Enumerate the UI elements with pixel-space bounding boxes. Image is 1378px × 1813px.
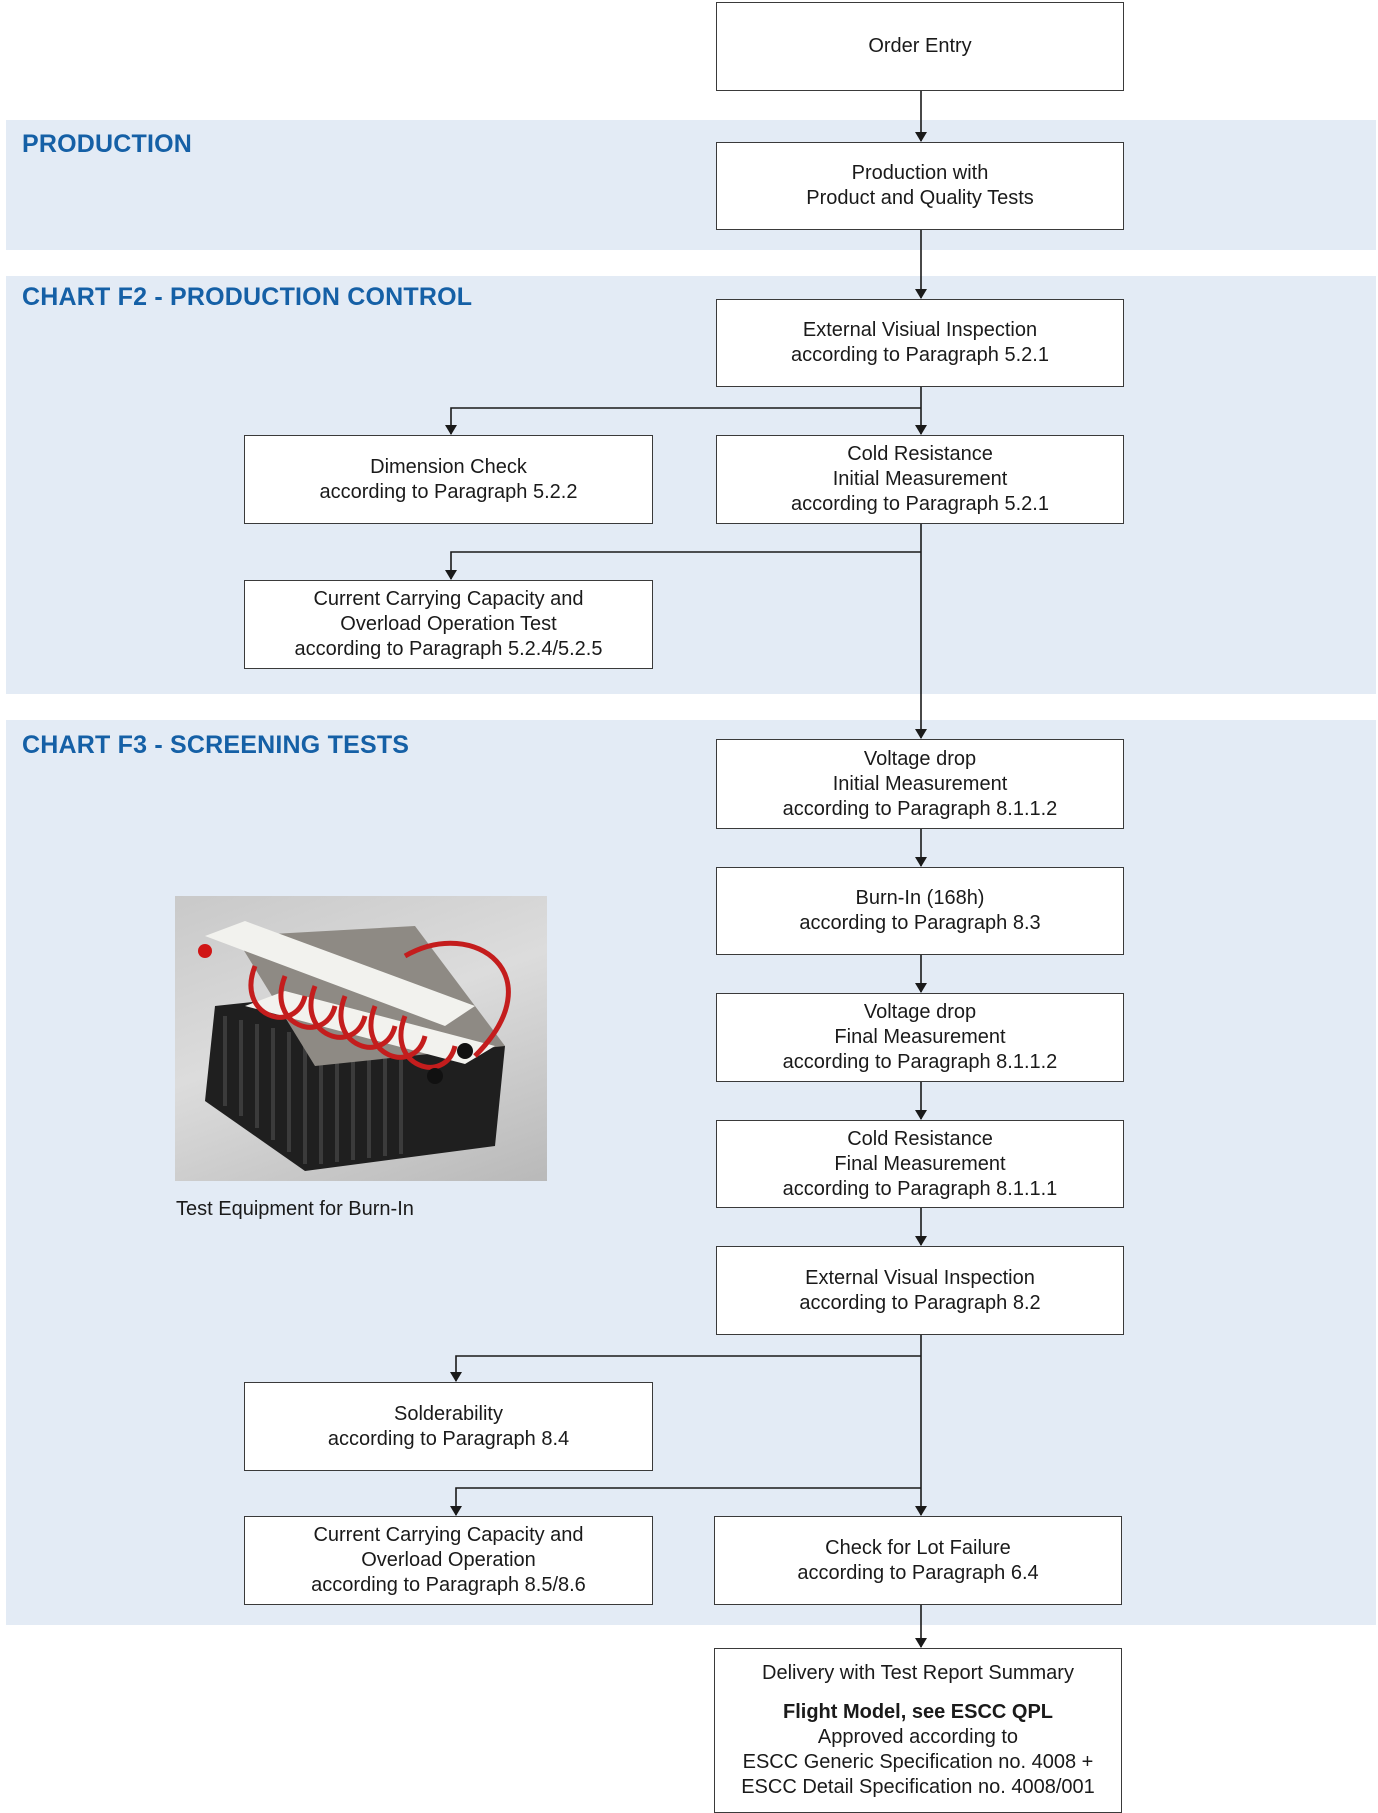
box-text: according to Paragraph 5.2.4/5.2.5 [294, 638, 603, 660]
box-text: External Visual Inspection [805, 1266, 1035, 1289]
box-text: Order Entry [868, 35, 972, 57]
delivery-line: Delivery with Test Report Summary [762, 1662, 1074, 1684]
box-text: Voltage drop [863, 747, 977, 770]
cold-resistance-initial-box: Cold Resistance Initial Measurement acco… [716, 435, 1124, 524]
cold-resistance-final-box: Cold Resistance Final Measurement accord… [716, 1120, 1124, 1208]
box-text: Dimension Check [370, 455, 527, 478]
voltage-drop-initial-box: Voltage drop Initial Measurement accordi… [716, 739, 1124, 829]
box-text: according to Paragraph 5.2.2 [319, 480, 578, 503]
arrow-to-dimension [445, 407, 921, 435]
current-carrying-test-box: Current Carrying Capacity and Overload O… [244, 580, 653, 669]
arrow-to-solder [450, 1355, 921, 1382]
box-text: Product and Quality Tests [806, 187, 1034, 209]
box-text: according to Paragraph 5.2.1 [791, 344, 1049, 366]
production-box: Production with Product and Quality Test… [716, 142, 1124, 230]
box-text: Voltage drop [863, 1001, 977, 1023]
box-text: according to Paragraph 5.2.1 [791, 493, 1049, 515]
box-text: Final Measurement [834, 1026, 1006, 1048]
box-text: Production with [851, 162, 989, 184]
dimension-check-box: Dimension Check according to Paragraph 5… [244, 435, 653, 524]
burn-in-equipment-photo [175, 896, 547, 1181]
box-text: according to Paragraph 8.5/8.6 [311, 1574, 586, 1596]
box-text: according to Paragraph 8.1.1.2 [782, 797, 1058, 820]
external-visual-inspection-box: External Visiual Inspection according to… [716, 299, 1124, 387]
production-control-band [6, 276, 1376, 694]
photo-caption: Test Equipment for Burn-In [176, 1198, 414, 1220]
box-text: Burn-In (168h) [855, 887, 985, 909]
delivery-line: ESCC Generic Specification no. 4008 + [742, 1751, 1094, 1773]
voltage-drop-final-box: Voltage drop Final Measurement according… [716, 993, 1124, 1082]
box-text: Initial Measurement [832, 772, 1008, 795]
box-text: Current Carrying Capacity and [313, 588, 584, 610]
production-band [6, 120, 1376, 250]
external-visual-inspection-final-box: External Visual Inspection according to … [716, 1246, 1124, 1335]
current-carrying-overload-box: Current Carrying Capacity and Overload O… [244, 1516, 653, 1605]
box-text: Check for Lot Failure [825, 1536, 1011, 1559]
arrow-to-current-1 [445, 551, 921, 580]
section-title-screening-tests: CHART F3 - SCREENING TESTS [22, 731, 410, 759]
section-title-production-control: CHART F2 - PRODUCTION CONTROL [22, 283, 473, 311]
box-text: External Visiual Inspection [802, 319, 1038, 341]
order-entry-box: Order Entry [716, 2, 1124, 91]
box-text: Solderability [394, 1402, 503, 1425]
box-text: according to Paragraph 8.3 [799, 912, 1041, 934]
lot-failure-check-box: Check for Lot Failure according to Parag… [714, 1516, 1122, 1605]
box-text: Initial Measurement [832, 468, 1008, 490]
box-text: according to Paragraph 8.4 [327, 1427, 570, 1450]
box-text: according to Paragraph 8.2 [799, 1291, 1041, 1314]
delivery-flight-model: Flight Model, see ESCC QPL [782, 1701, 1054, 1723]
burn-in-box: Burn-In (168h) according to Paragraph 8.… [716, 867, 1124, 955]
box-text: Cold Resistance [847, 1127, 993, 1150]
box-text: according to Paragraph 8.1.1.1 [782, 1177, 1058, 1200]
delivery-line: ESCC Detail Specification no. 4008/001 [741, 1776, 1095, 1798]
box-text: according to Paragraph 8.1.1.2 [782, 1051, 1058, 1073]
box-text: Cold Resistance [847, 443, 993, 465]
box-text: Current Carrying Capacity and [313, 1524, 584, 1546]
solderability-box: Solderability according to Paragraph 8.4 [244, 1382, 653, 1471]
box-text: Overload Operation Test [340, 613, 557, 635]
delivery-line: Approved according to [817, 1726, 1019, 1748]
box-text: Final Measurement [834, 1152, 1006, 1175]
box-text: Overload Operation [361, 1549, 536, 1571]
box-text: according to Paragraph 6.4 [797, 1561, 1039, 1584]
delivery-box: Delivery with Test Report Summary Flight… [714, 1648, 1122, 1813]
arrow-to-current-2 [450, 1487, 921, 1516]
section-title-production: PRODUCTION [22, 130, 193, 158]
